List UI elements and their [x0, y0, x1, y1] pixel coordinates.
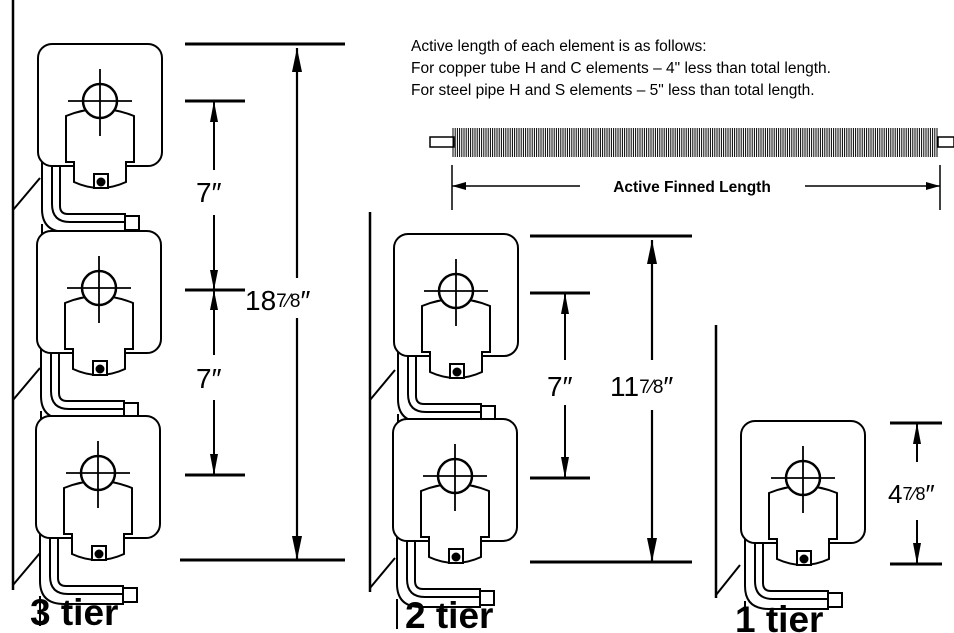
finned-element: [429, 128, 954, 157]
dim-2-tier-spacing: 7″: [547, 371, 573, 402]
note-steel-pipe: For steel pipe H and S elements – 5" les…: [411, 82, 815, 99]
note-title: Active length of each element is as foll…: [411, 38, 707, 55]
label-3-tier: 3 tier: [30, 592, 118, 633]
dim-1-tier-total: 47⁄8″: [888, 479, 935, 509]
fin-array: [452, 128, 938, 157]
dim-3-tier-lower-spacing: 7″: [196, 363, 222, 394]
dim-3-tier-total: 187⁄8″: [245, 285, 310, 316]
active-finned-length-label: Active Finned Length: [613, 179, 771, 196]
note-copper-tube: For copper tube H and C elements – 4" le…: [411, 60, 831, 77]
element-2-tier-top: [392, 232, 520, 446]
element-3-tier-top: [36, 42, 164, 256]
element-3-tier-middle: [35, 229, 163, 443]
label-2-tier: 2 tier: [405, 595, 493, 633]
label-1-tier: 1 tier: [735, 599, 823, 633]
dim-2-tier-total: 117⁄8″: [610, 371, 673, 402]
dim-3-tier-upper-spacing: 7″: [196, 177, 222, 208]
